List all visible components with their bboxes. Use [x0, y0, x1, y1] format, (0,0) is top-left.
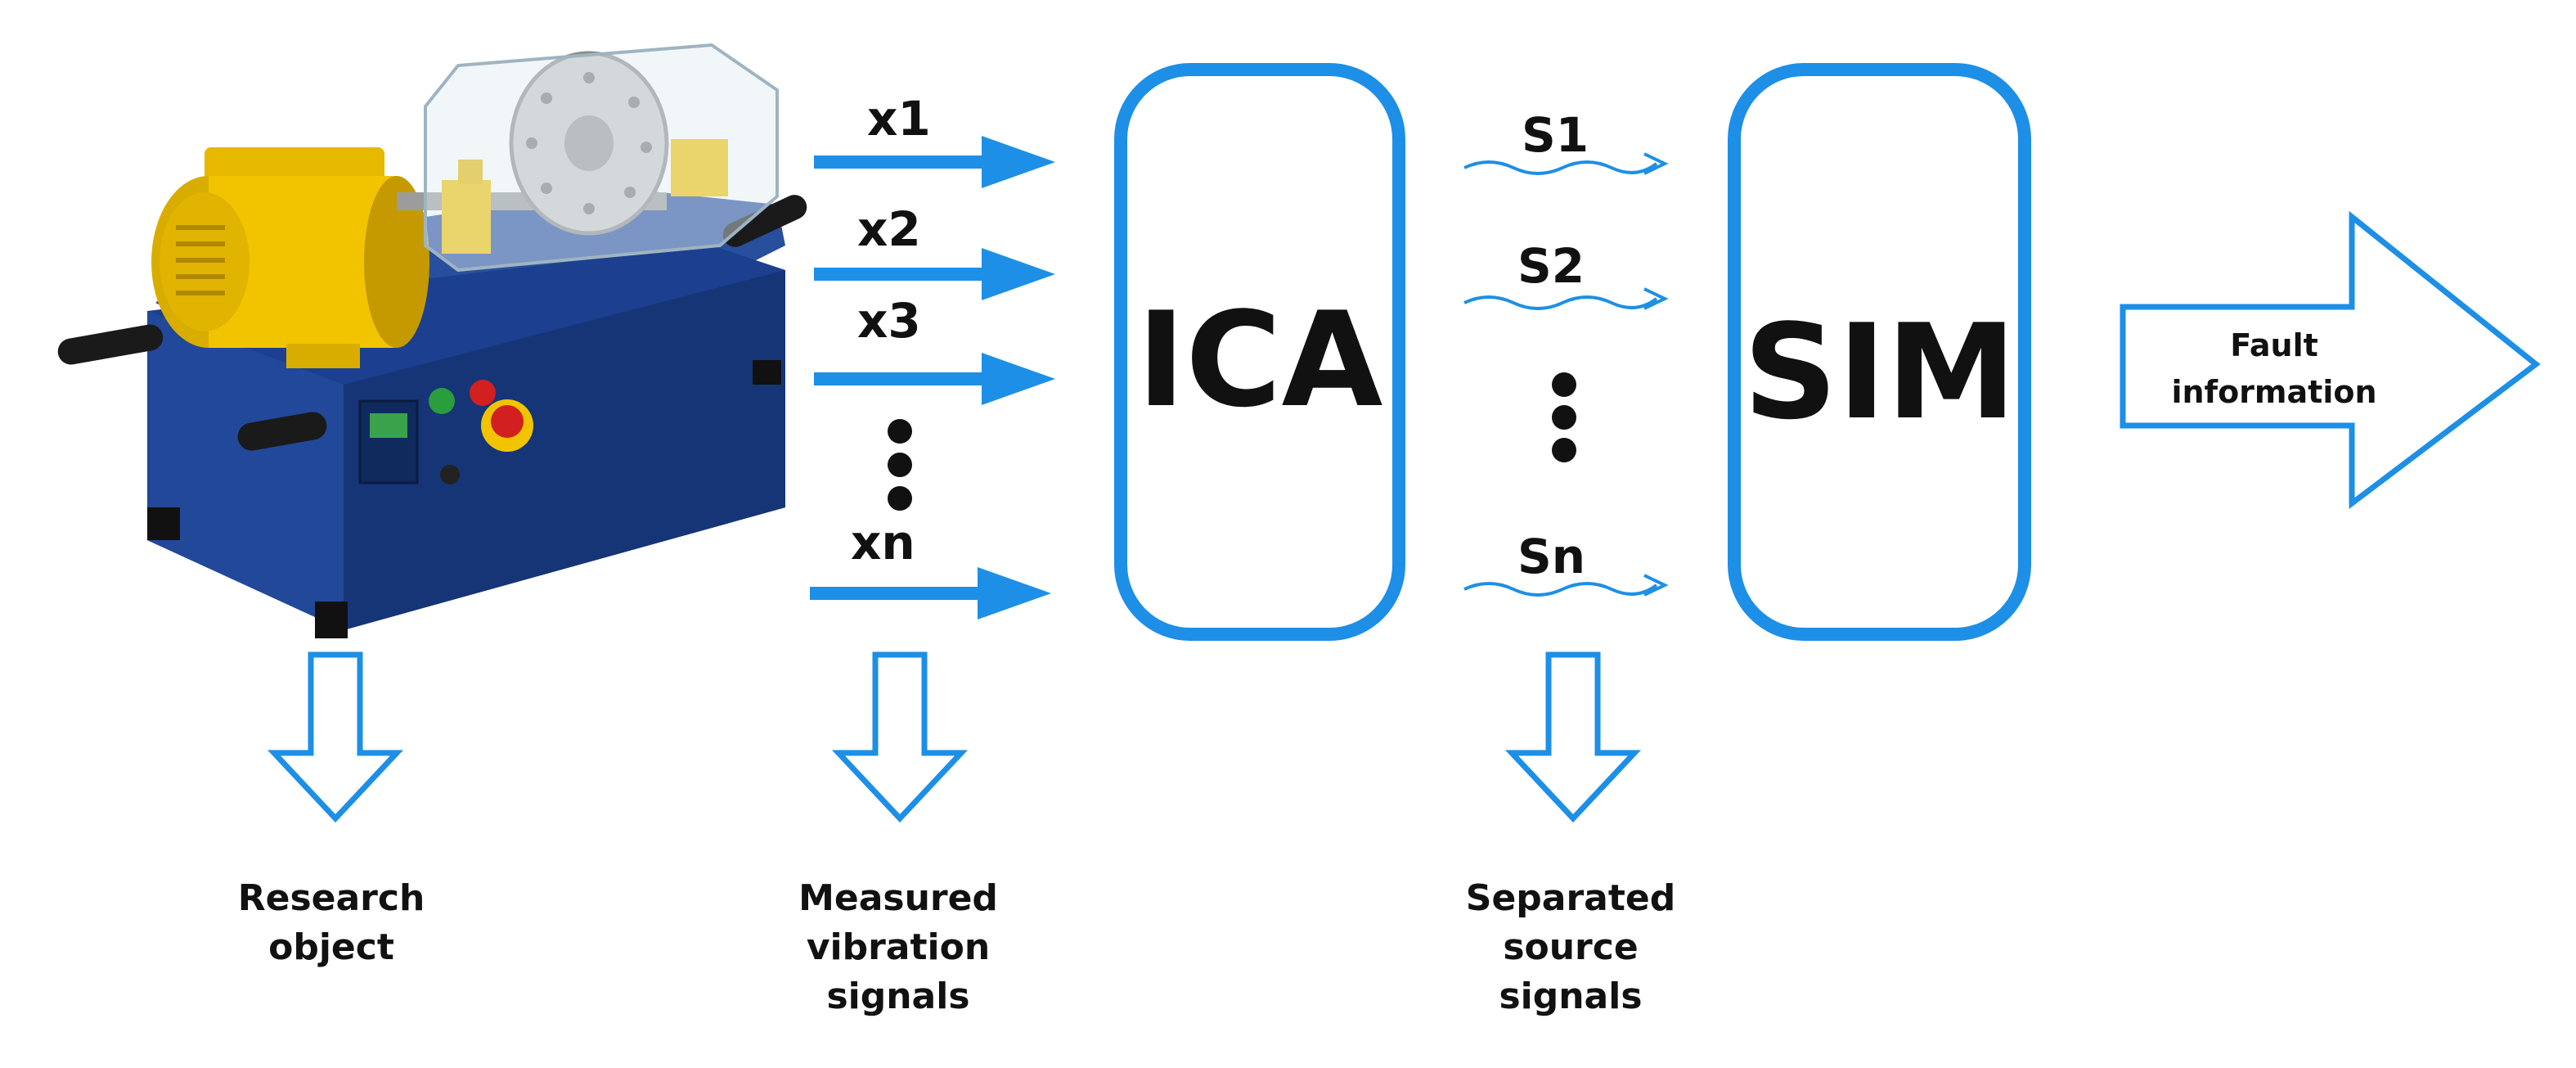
- source-label-s1: S1: [1522, 107, 1589, 163]
- hollow-arrow-down-icon: [831, 651, 969, 823]
- wavy-arrow-icon: [1463, 152, 1669, 175]
- caption-separated-signals: Separated source signals: [1466, 877, 1675, 1017]
- caption-research-object: Research object: [238, 877, 425, 968]
- input-label-x3: x3: [857, 293, 921, 349]
- hollow-arrow-down-icon: [267, 651, 404, 823]
- caption-line: object: [268, 926, 394, 968]
- caption-line: signals: [826, 976, 969, 1017]
- source-signals: S1 S2 Sn: [1463, 107, 1669, 597]
- sim-box: SIM: [1728, 63, 2031, 641]
- wavy-arrow-icon: [1463, 287, 1669, 310]
- fault-label-line1: Fault: [2230, 327, 2318, 363]
- arrow-right-icon: [814, 248, 1055, 300]
- sim-label: SIM: [1743, 295, 2016, 448]
- input-label-x1: x1: [867, 91, 931, 146]
- input-signals: x1 x2 x3 xn: [810, 91, 1055, 620]
- vertical-ellipsis-icon: [1552, 372, 1576, 462]
- caption-measured-signals: Measured vibration signals: [798, 877, 998, 1017]
- test-rig-machine-image: [57, 43, 807, 638]
- input-label-x2: x2: [857, 201, 921, 257]
- source-label-sn: Sn: [1517, 529, 1585, 584]
- ica-label: ICA: [1137, 283, 1383, 436]
- caption-line: source: [1503, 926, 1638, 968]
- arrow-right-icon: [814, 353, 1055, 405]
- ica-box: ICA: [1114, 63, 1405, 641]
- wavy-arrow-icon: [1463, 574, 1669, 597]
- hollow-arrow-right-icon: Fault information: [2120, 210, 2541, 510]
- motor-image: [151, 147, 429, 368]
- fault-label-line2: information: [2171, 374, 2376, 410]
- vertical-ellipsis-icon: [888, 419, 912, 511]
- input-label-xn: xn: [851, 515, 915, 570]
- caption-line: Research: [238, 877, 425, 919]
- caption-line: vibration: [807, 926, 990, 968]
- caption-line: Measured: [798, 877, 998, 919]
- source-label-s2: S2: [1517, 238, 1585, 294]
- arrow-right-icon: [814, 136, 1055, 188]
- hollow-arrow-down-icon: [1504, 651, 1642, 823]
- caption-line: Separated: [1466, 877, 1675, 919]
- arrow-right-icon: [810, 567, 1051, 620]
- caption-line: signals: [1499, 976, 1642, 1017]
